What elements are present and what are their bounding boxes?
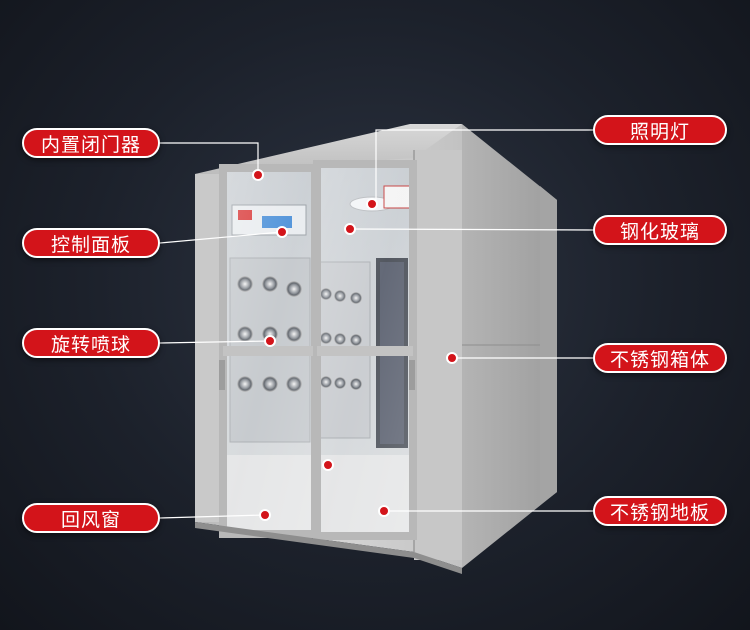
callout-label-tempered-glass: 钢化玻璃: [593, 215, 727, 245]
callout-label-rotating-nozzle: 旋转喷球: [22, 328, 160, 358]
callout-dot-return-air-window: [259, 509, 271, 521]
callout-dot-steel-cabinet: [446, 352, 458, 364]
leader-line-lighting: [375, 129, 593, 204]
leader-line-control-panel: [159, 231, 283, 244]
leader-line-rotating-nozzle: [159, 340, 271, 344]
cabinet-base: [195, 522, 462, 574]
leader-line-tempered-glass: [349, 228, 594, 231]
leader-line-return-air-window: [159, 514, 266, 519]
callout-dot-rotating-nozzle: [264, 335, 276, 347]
callout-dot-tempered-glass: [344, 223, 356, 235]
leader-line-door-closer: [160, 142, 259, 175]
callout-label-door-closer: 内置闭门器: [22, 128, 160, 158]
callout-dot-lighting: [366, 198, 378, 210]
door-left: [219, 164, 319, 538]
callout-dot-steel-floor: [378, 505, 390, 517]
callout-label-lighting: 照明灯: [593, 115, 727, 145]
callout-dot-floor-handle: [322, 459, 334, 471]
callout-dot-door-closer: [252, 169, 264, 181]
callout-label-control-panel: 控制面板: [22, 228, 160, 258]
cabinet-side-panel: [462, 124, 557, 568]
callout-label-steel-floor: 不锈钢地板: [593, 496, 727, 526]
callout-label-steel-cabinet: 不锈钢箱体: [593, 343, 727, 373]
callout-label-return-air-window: 回风窗: [22, 503, 160, 533]
door-right: [313, 160, 417, 540]
callout-dot-control-panel: [276, 226, 288, 238]
